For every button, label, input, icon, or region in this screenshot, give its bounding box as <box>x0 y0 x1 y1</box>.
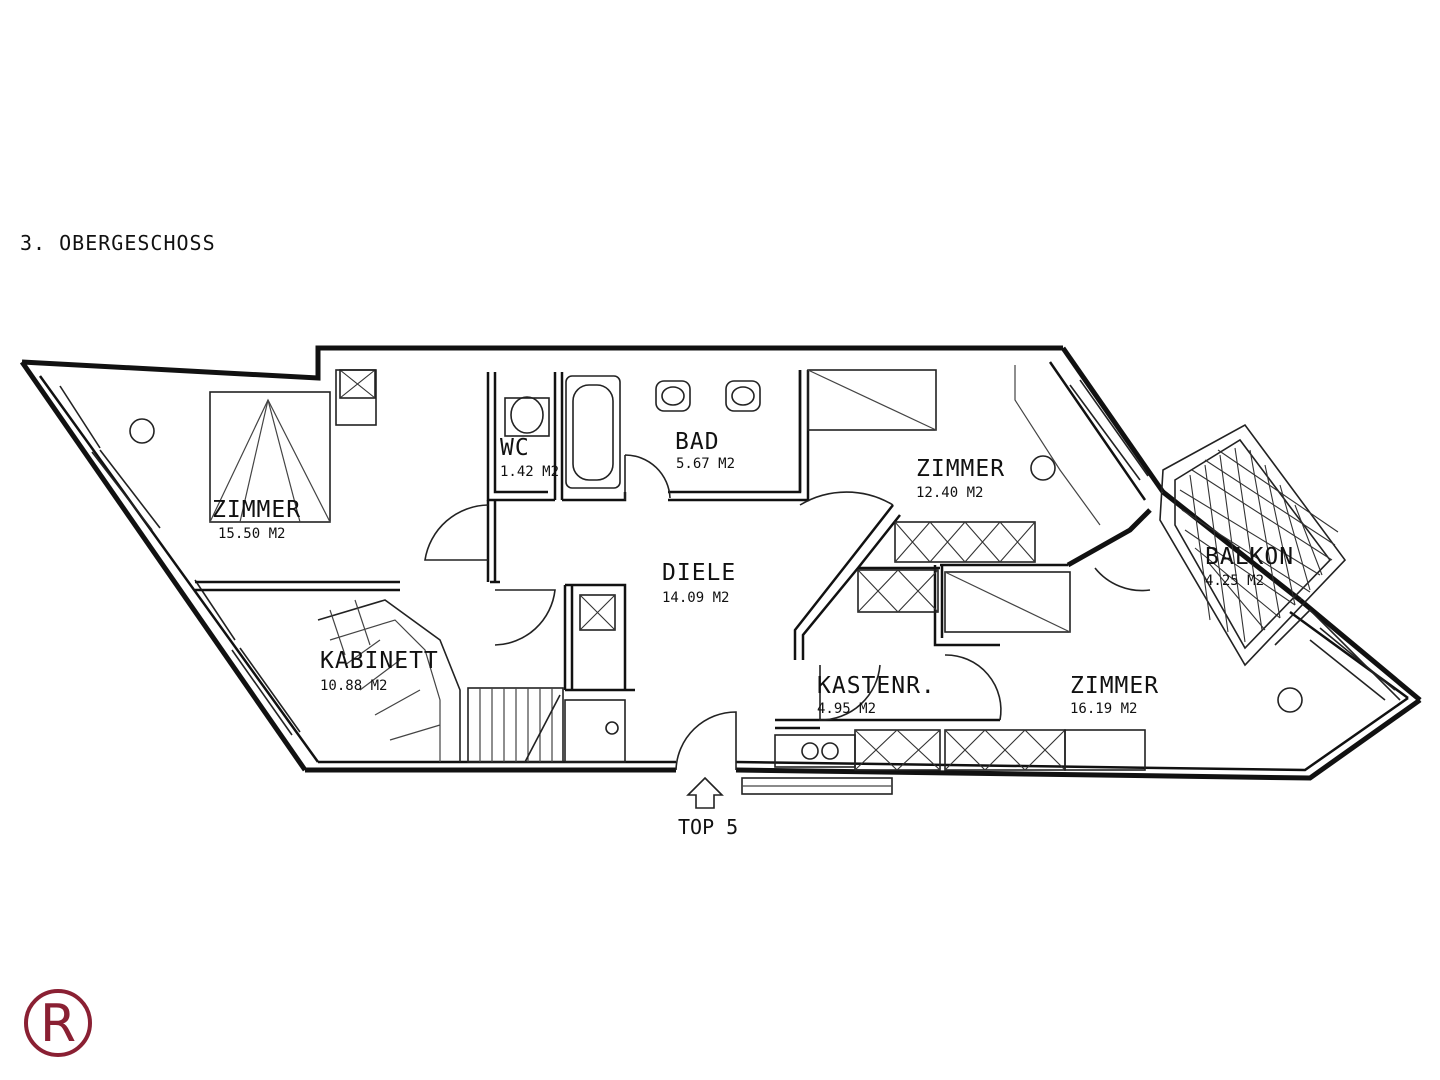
room-name-balkon: BALKON <box>1205 544 1294 570</box>
room-area-balkon: 4.25 M2 <box>1205 573 1264 589</box>
logo-letter: R <box>40 994 76 1054</box>
room-name-zimmer-east: ZIMMER <box>1070 673 1159 699</box>
brand-logo: R <box>24 989 92 1057</box>
room-name-wc: WC <box>500 435 530 461</box>
room-area-zimmer-west: 15.50 M2 <box>218 526 285 542</box>
fixtures <box>129 365 1401 768</box>
room-area-zimmer-north: 12.40 M2 <box>916 485 983 501</box>
room-area-zimmer-east: 16.19 M2 <box>1070 701 1137 717</box>
north-east-windows <box>1069 379 1396 701</box>
room-name-kastenr: KASTENR. <box>817 673 936 699</box>
room-area-kabinett: 10.88 M2 <box>320 678 387 694</box>
room-name-kabinett: KABINETT <box>320 648 439 674</box>
room-name-bad: BAD <box>675 429 720 455</box>
entrance-label: TOP 5 <box>678 815 738 839</box>
room-area-wc: 1.42 M2 <box>500 464 559 480</box>
room-name-diele-label: DIELE <box>662 560 736 586</box>
outer-walls <box>19 345 1422 781</box>
west-windows <box>59 385 301 736</box>
room-labels: ZIMMER 15.50 M2 WC 1.42 M2 BAD 5.67 M2 Z… <box>212 429 1294 717</box>
room-name-zimmer-north: ZIMMER <box>916 456 1005 482</box>
room-area-kastenr: 4.95 M2 <box>817 701 876 717</box>
floor-title: 3. OBERGESCHOSS <box>20 231 216 255</box>
room-area-diele: 14.09 M2 <box>662 590 729 606</box>
room-area-bad: 5.67 M2 <box>676 456 735 472</box>
entrance-arrow-icon <box>686 776 724 809</box>
entrance: TOP 5 <box>678 776 893 839</box>
logo-ring <box>24 989 92 1057</box>
room-name-zimmer-west: ZIMMER <box>212 497 301 523</box>
interior-walls <box>195 370 1000 730</box>
balkon-grid <box>1159 423 1347 667</box>
wardrobes <box>335 369 1146 771</box>
doors <box>424 454 1151 771</box>
